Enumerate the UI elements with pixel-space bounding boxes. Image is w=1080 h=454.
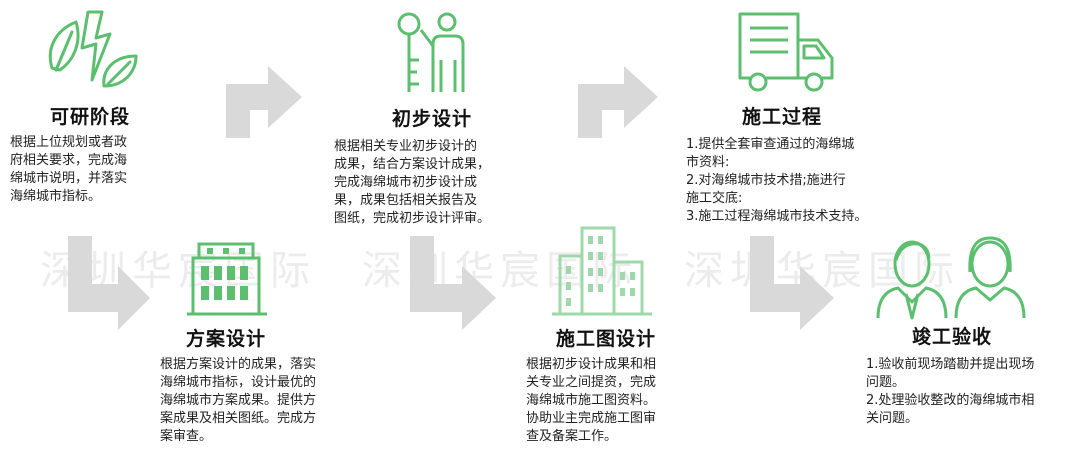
- desc-line: 果，成果包括相关报告及: [334, 193, 478, 208]
- desc-line: 根据初步设计成果和相: [526, 357, 657, 372]
- desc-line: 问题。: [866, 375, 906, 390]
- arrow-down-right-1: [68, 236, 150, 330]
- watermark-2: 深圳华宸国际: [362, 248, 638, 294]
- arrow-up-right-2: [578, 66, 658, 138]
- desc-line: 海绵城市指标，设计最优的: [160, 375, 317, 390]
- desc-line: 关问题。: [866, 411, 919, 426]
- step-title-scheme-design: 方案设计: [186, 328, 267, 350]
- step-desc-preliminary-design: 根据相关专业初步设计的 成果，结合方案设计成果， 完成海绵城市初步设计成 果，成…: [334, 138, 490, 228]
- truck-icon: [738, 12, 834, 92]
- desc-line: 海绵城市方案成果。提供方: [160, 393, 317, 408]
- step-title-construction-process: 施工过程: [742, 106, 823, 128]
- desc-line: 根据上位规划或者政: [10, 135, 128, 150]
- step-desc-construction-process: 1.提供全套审查通过的海绵城 市资料: 2.对海绵城市技术措;施进行 施工交底:…: [686, 136, 867, 226]
- desc-line: 关专业之间提资，完成: [526, 375, 657, 390]
- desc-line: 绵城市说明，并落实: [10, 171, 128, 186]
- arrow-down-right-2: [410, 236, 496, 330]
- arrow-up-right-1: [226, 66, 302, 138]
- step-desc-scheme-design: 根据方案设计的成果，落实 海绵城市指标，设计最优的 海绵城市方案成果。提供方 案…: [160, 356, 316, 446]
- step-desc-construction-drawing: 根据初步设计成果和相 关专业之间提资，完成 海绵城市施工图资料。 协助业主完成施…: [526, 356, 656, 446]
- desc-line: 图纸，完成初步设计评审。: [334, 211, 491, 226]
- step-title-feasibility: 可研阶段: [50, 106, 131, 128]
- desc-line: 完成海绵城市初步设计成: [334, 175, 478, 190]
- desc-line: 案审查。: [160, 429, 213, 444]
- desc-line: 查及备案工作。: [526, 429, 618, 444]
- desc-line: 府相关要求，完成海: [10, 153, 128, 168]
- desc-line: 1.提供全套审查通过的海绵城: [686, 137, 855, 152]
- skyscraper-icon: [552, 226, 652, 316]
- desc-line: 海绵城市施工图资料。: [526, 393, 657, 408]
- desc-line: 案成果及相关图纸。完成方: [160, 411, 317, 426]
- arrow-down-right-3: [750, 236, 834, 330]
- desc-line: 协助业主完成施工图审: [526, 411, 657, 426]
- step-title-acceptance: 竣工验收: [912, 326, 993, 348]
- leaf-lightning-icon: [48, 10, 138, 88]
- desc-line: 2.对海绵城市技术措;施进行: [686, 173, 846, 188]
- step-title-construction-drawing: 施工图设计: [556, 328, 657, 350]
- step-desc-acceptance: 1.验收前现场踏勘并提出现场 问题。 2.处理验收整改的海绵城市相 关问题。: [866, 356, 1034, 428]
- building-icon: [187, 242, 267, 316]
- step-desc-feasibility: 根据上位规划或者政 府相关要求，完成海 绵城市说明，并落实 海绵城市指标。: [10, 134, 127, 206]
- people-icon: [876, 236, 1026, 320]
- desc-line: 根据相关专业初步设计的: [334, 139, 478, 154]
- desc-line: 2.处理验收整改的海绵城市相: [866, 393, 1035, 408]
- desc-line: 3.施工过程海绵城市技术支持。: [686, 209, 868, 224]
- desc-line: 1.验收前现场踏勘并提出现场: [866, 357, 1035, 372]
- desc-line: 施工交底:: [686, 191, 743, 206]
- desc-line: 市资料:: [686, 155, 730, 170]
- desc-line: 海绵城市指标。: [10, 189, 102, 204]
- step-title-preliminary-design: 初步设计: [392, 108, 473, 130]
- desc-line: 成果，结合方案设计成果，: [334, 157, 491, 172]
- desc-line: 根据方案设计的成果，落实: [160, 357, 317, 372]
- key-person-icon: [397, 12, 465, 92]
